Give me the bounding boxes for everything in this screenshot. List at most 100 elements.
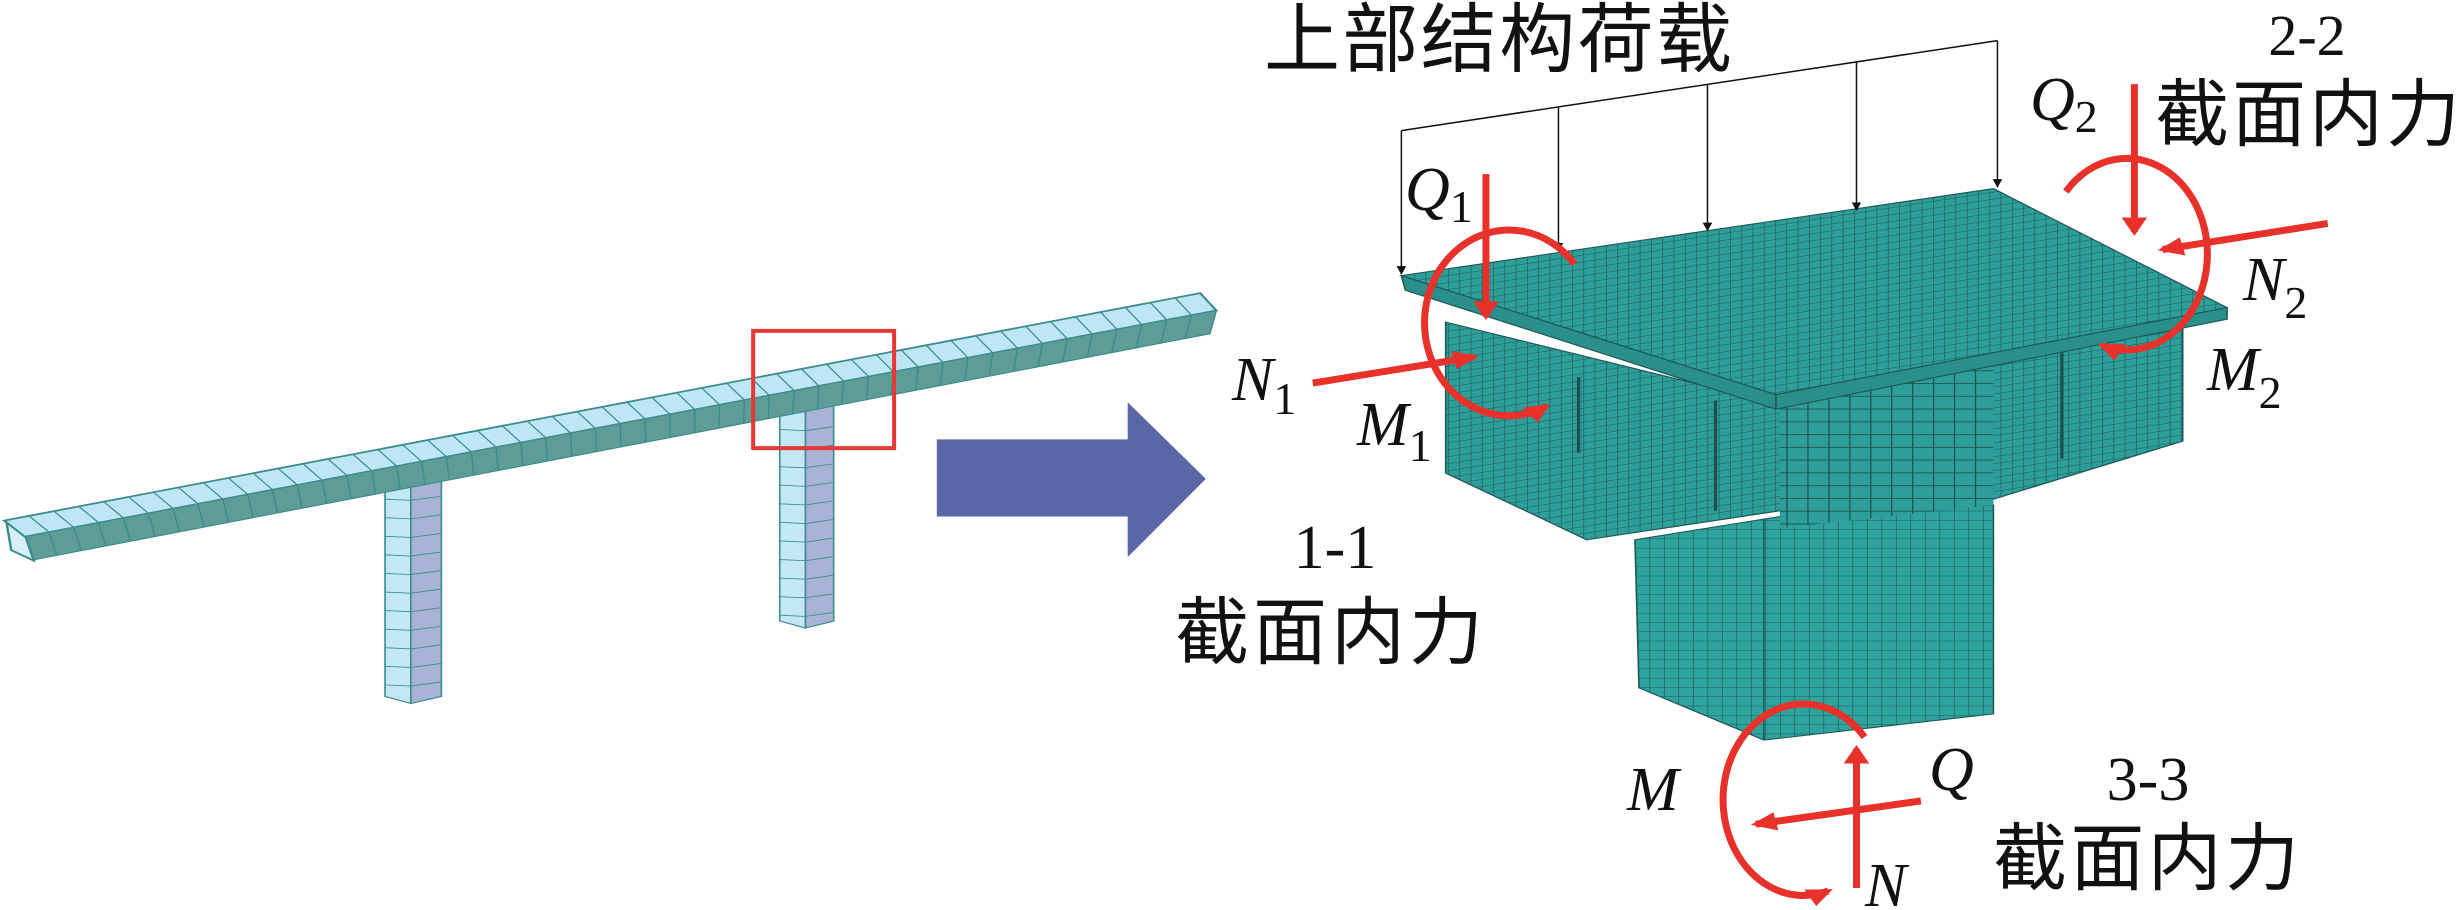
mesh-line <box>384 517 411 520</box>
mesh-line <box>327 458 348 476</box>
mesh-line <box>377 449 398 467</box>
mesh-line <box>1086 334 1093 358</box>
mesh-line <box>1099 311 1118 330</box>
mesh-line <box>352 453 373 472</box>
mesh-line <box>384 647 411 650</box>
mesh-line <box>1050 321 1068 340</box>
mesh-line <box>800 368 820 387</box>
label-q1: Q1 <box>1405 156 1473 232</box>
mesh-line <box>1061 338 1069 363</box>
m2-arc <box>2066 158 2207 356</box>
mesh-line <box>805 463 834 469</box>
mesh-line <box>805 593 834 599</box>
mesh-line <box>271 489 279 514</box>
mesh-line <box>227 477 249 495</box>
mesh-line <box>147 513 156 537</box>
mesh-line <box>914 367 919 391</box>
mesh-line <box>805 481 834 487</box>
mesh-line <box>384 573 411 576</box>
mesh-line <box>197 503 205 528</box>
mesh-line <box>676 392 696 410</box>
mesh-line <box>222 499 230 523</box>
mesh-line <box>384 591 411 594</box>
mesh-line <box>805 611 834 617</box>
mesh-line <box>410 514 442 520</box>
n-arrow <box>1752 801 1921 829</box>
mesh-line <box>384 684 411 687</box>
mesh-line <box>651 397 671 415</box>
label-q: Q <box>1929 736 1974 804</box>
label-n2: N2 <box>2242 246 2307 328</box>
mesh-line <box>925 344 944 363</box>
mesh-line <box>726 382 745 401</box>
distributed-load-arrows <box>1397 41 2001 275</box>
mesh-line <box>626 401 646 420</box>
mesh-line <box>963 357 969 381</box>
section-2-2-caption: 截面内力 <box>2155 72 2460 158</box>
mesh-line <box>53 510 75 528</box>
label-n: N <box>1864 852 1910 910</box>
mesh-line <box>410 644 442 650</box>
mesh-line <box>825 363 845 382</box>
mesh-line <box>384 610 411 613</box>
mesh-line <box>384 665 411 668</box>
mesh-line <box>1111 329 1118 353</box>
force-arrows <box>1313 84 2328 902</box>
mesh-line <box>975 335 994 354</box>
global-bridge-model <box>1 292 1219 705</box>
mesh-line <box>1012 348 1019 372</box>
pier-column <box>1634 504 1995 741</box>
mesh-line <box>779 614 806 617</box>
mesh-line <box>246 494 254 518</box>
mesh-line <box>779 466 806 469</box>
mesh-line <box>427 439 447 458</box>
mesh-line <box>779 521 806 524</box>
section-3-3-caption: 截面内力 <box>1993 816 2299 902</box>
mesh-line <box>601 406 621 425</box>
mesh-line <box>619 423 622 447</box>
mesh-line <box>122 517 132 542</box>
mesh-line <box>805 574 834 580</box>
mesh-line <box>402 444 423 462</box>
mesh-line <box>384 535 411 538</box>
mesh-line <box>779 596 806 599</box>
mesh-line <box>410 551 442 557</box>
mesh-line <box>1000 330 1019 349</box>
mesh-line <box>321 480 328 504</box>
mesh-line <box>296 484 303 509</box>
mesh-line <box>97 522 107 547</box>
m-arc <box>1723 704 1864 902</box>
mesh-line <box>939 362 944 386</box>
zoom-region-box <box>753 331 894 448</box>
mesh-line <box>152 491 174 509</box>
mesh-line <box>767 395 770 419</box>
mesh-line <box>701 387 721 406</box>
m1-arc <box>1425 230 1575 416</box>
mesh-line <box>792 390 795 414</box>
mesh-line <box>452 434 472 453</box>
mesh-line <box>950 340 969 358</box>
mesh-line <box>28 515 50 533</box>
n2-arrow <box>2159 223 2328 254</box>
mesh-line <box>128 496 149 514</box>
mesh-line <box>410 625 442 631</box>
mesh-line <box>1124 307 1143 325</box>
mesh-line <box>805 426 834 432</box>
mesh-line <box>277 468 298 486</box>
mesh-line <box>410 495 442 501</box>
section-2-2-id: 2-2 <box>2268 3 2345 68</box>
mesh-line <box>1149 302 1168 321</box>
mesh-line <box>850 359 870 377</box>
mesh-line <box>495 447 500 471</box>
mesh-line <box>875 354 895 373</box>
mesh-line <box>172 508 181 532</box>
mesh-line <box>177 487 199 505</box>
local-fe-model <box>1313 41 2328 902</box>
mesh-line <box>420 461 426 485</box>
mesh-line <box>410 588 442 594</box>
mesh-line <box>1025 325 1044 344</box>
mesh-line <box>202 482 224 500</box>
mesh-line <box>371 470 377 495</box>
mesh-line <box>779 503 806 506</box>
